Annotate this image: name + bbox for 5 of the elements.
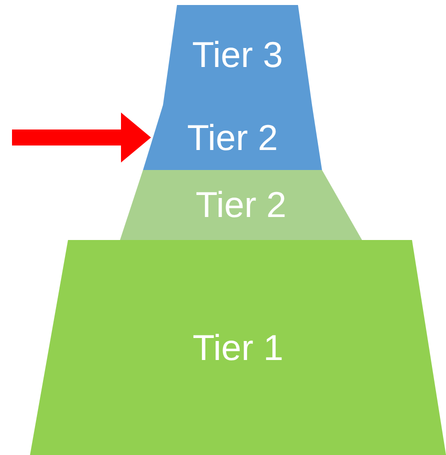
tier-label: Tier 2: [196, 185, 286, 225]
tier-label: Tier 2: [187, 118, 278, 158]
arrow: [12, 112, 151, 162]
tier-label: Tier 3: [192, 35, 283, 75]
tier-label: Tier 1: [192, 328, 284, 368]
